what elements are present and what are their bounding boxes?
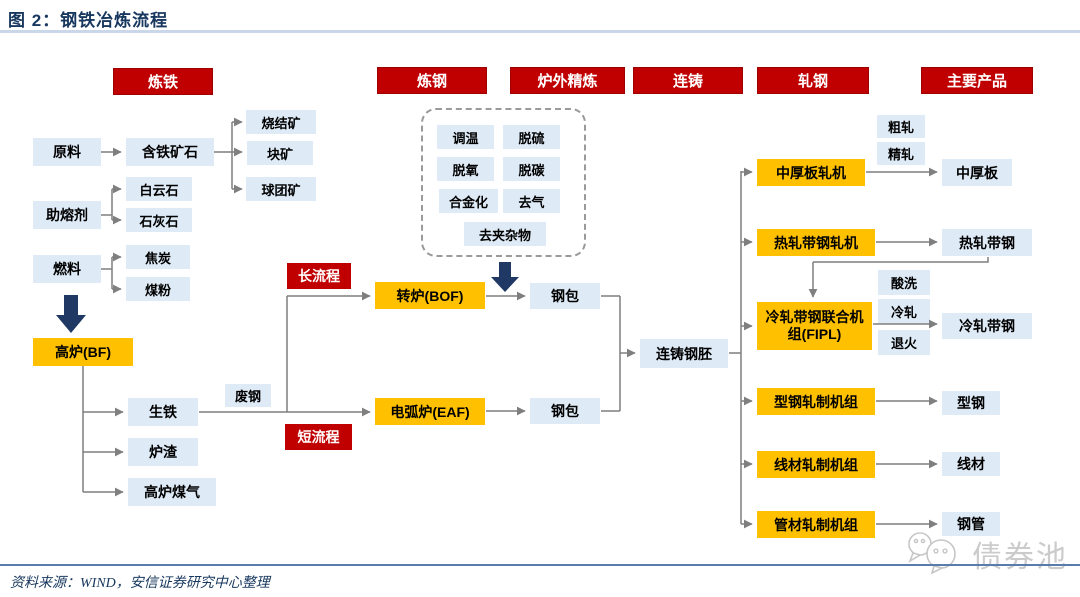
node-sinter: 烧结矿 — [246, 110, 316, 134]
node-limestone: 石灰石 — [126, 208, 192, 232]
stage-main-products: 主要产品 — [921, 67, 1033, 94]
title-divider — [0, 30, 1080, 33]
node-desulfurize: 脱硫 — [503, 125, 560, 149]
node-plate-mill: 中厚板轧机 — [757, 159, 865, 186]
node-roughing: 粗轧 — [877, 115, 925, 138]
wechat-icon — [908, 532, 956, 574]
stage-secondary-refining: 炉外精炼 — [510, 67, 625, 94]
node-wire-rod: 线材 — [942, 452, 1000, 476]
node-hot-strip: 热轧带钢 — [942, 229, 1032, 256]
node-lump-ore: 块矿 — [247, 141, 313, 165]
stage-continuous-casting: 连铸 — [633, 67, 743, 94]
node-alloying: 合金化 — [439, 189, 498, 213]
node-tube-mill: 管材轧制机组 — [757, 511, 875, 538]
node-coal-powder: 煤粉 — [126, 277, 190, 301]
node-ladle-top: 钢包 — [530, 283, 600, 309]
node-blast-furnace: 高炉(BF) — [33, 338, 133, 366]
node-scrap: 废钢 — [225, 384, 271, 407]
node-remove-inclusions: 去夹杂物 — [464, 222, 546, 246]
node-degas: 去气 — [503, 189, 560, 213]
node-annealing: 退火 — [878, 330, 930, 355]
node-dolomite: 白云石 — [126, 177, 192, 201]
node-deoxidize: 脱氧 — [437, 157, 494, 181]
node-pickling: 酸洗 — [878, 270, 930, 295]
watermark-label: 债券池 — [972, 541, 1068, 574]
node-flux: 助熔剂 — [33, 201, 101, 229]
node-ladle-bottom: 钢包 — [530, 398, 600, 424]
node-cold-rolling: 冷轧 — [878, 299, 930, 324]
node-cold-strip: 冷轧带钢 — [942, 313, 1032, 339]
node-raw-material: 原料 — [33, 138, 101, 166]
node-bf-gas: 高炉煤气 — [128, 478, 216, 506]
label-long-process: 长流程 — [287, 263, 351, 289]
stage-ironmaking: 炼铁 — [113, 68, 213, 95]
node-temp-adjust: 调温 — [437, 125, 494, 149]
node-bof: 转炉(BOF) — [375, 282, 485, 309]
source-note: 资料来源：WIND，安信证券研究中心整理 — [10, 576, 270, 591]
stage-steelmaking: 炼钢 — [377, 67, 487, 94]
node-fuel: 燃料 — [33, 255, 101, 283]
node-cold-mill-fipl: 冷轧带钢联合机组(FIPL) — [757, 302, 872, 350]
stage-rolling: 轧钢 — [757, 67, 869, 94]
node-finishing: 精轧 — [877, 142, 925, 165]
node-cast-billet: 连铸钢胚 — [640, 339, 728, 368]
figure-title: 图 2：钢铁冶炼流程 — [8, 11, 169, 30]
node-hot-strip-mill: 热轧带钢轧机 — [757, 229, 875, 256]
bottom-divider — [0, 564, 1080, 566]
big-down-arrow-refining-to-ladle — [491, 262, 519, 292]
node-coke: 焦炭 — [126, 245, 190, 269]
node-plate: 中厚板 — [942, 159, 1012, 186]
node-decarbonize: 脱碳 — [503, 157, 560, 181]
node-wire-mill: 线材轧制机组 — [757, 451, 875, 478]
node-iron-ore: 含铁矿石 — [126, 138, 214, 166]
node-pig-iron: 生铁 — [128, 398, 198, 426]
node-slag: 炉渣 — [128, 438, 198, 466]
node-pellet: 球团矿 — [246, 177, 316, 201]
label-short-process: 短流程 — [285, 424, 352, 450]
big-down-arrow-fuel-to-bf — [56, 295, 86, 333]
node-eaf: 电弧炉(EAF) — [375, 398, 485, 425]
node-section-steel: 型钢 — [942, 391, 1000, 415]
node-section-mill: 型钢轧制机组 — [757, 388, 875, 415]
